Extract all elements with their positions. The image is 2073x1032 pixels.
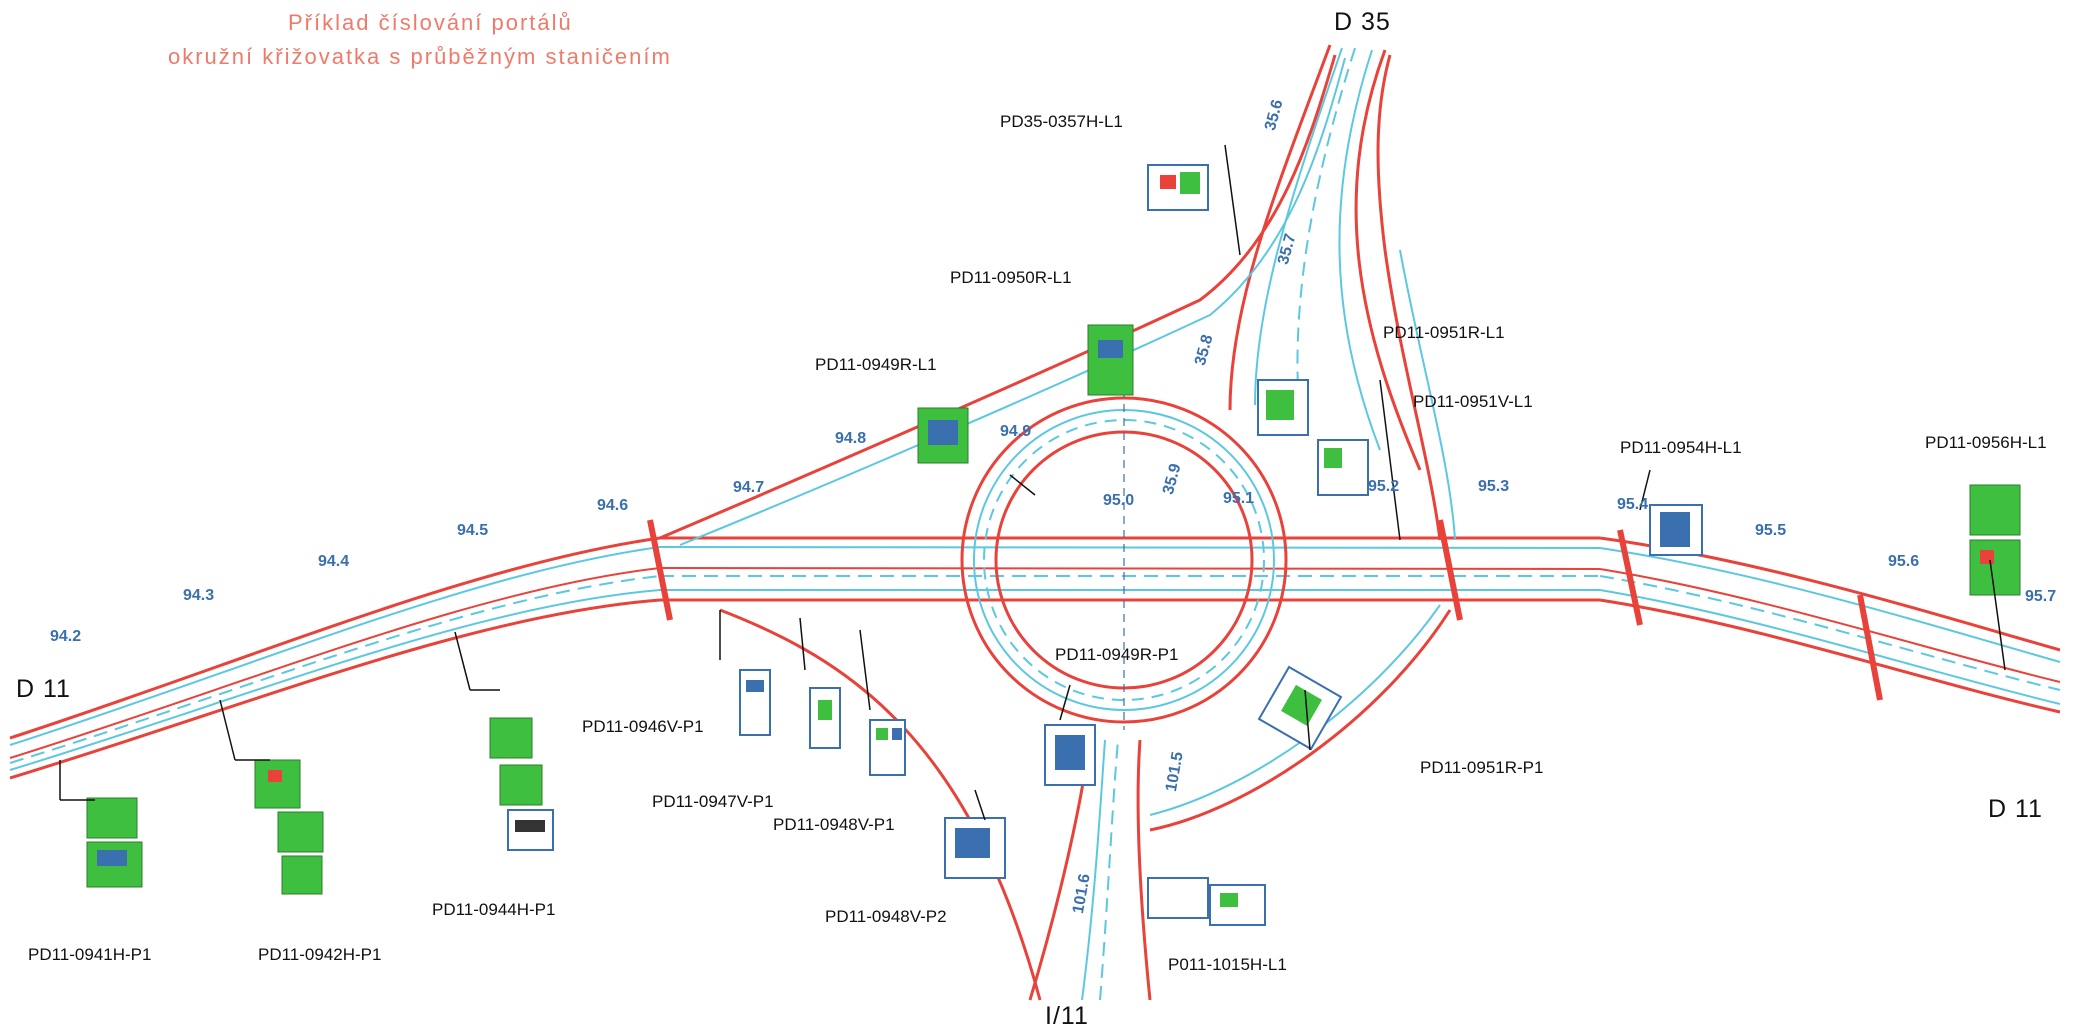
chainage-label: 94.9 [1000,423,1032,440]
sign-blue-icon [809,687,841,749]
diagram-title-line1: Příklad číslování portálů [288,10,573,35]
destination-d11-east: D 11 [1988,795,2043,823]
portal-label: PD35-0357H-L1 [1000,112,1123,131]
sign-green-icon [1087,324,1134,396]
destination-d11-west: D 11 [16,675,71,703]
destination-d35: D 35 [1334,8,1391,36]
gantry-lines [647,519,1883,701]
sign-blue-icon [739,669,771,736]
chainage-label: 94.7 [733,479,765,496]
roundabout [960,390,1288,730]
sign-green-icon [254,759,324,895]
chainage-label: 94.2 [50,628,82,645]
chainage-label: 95.1 [1223,490,1255,507]
chainage-label: 94.8 [835,430,867,447]
sign-blue-icon [1257,665,1343,751]
chainage-label: 94.4 [318,553,350,570]
portal-label: PD11-0942H-P1 [258,945,382,964]
chainage-label: 95.6 [1888,553,1920,570]
portal-label: P011-1015H-L1 [1168,955,1287,974]
chainage-label: 94.6 [597,497,629,514]
d35-slip-roads [659,54,1456,546]
portal-label: PD11-0954H-L1 [1620,438,1742,457]
sign-blue-icon [1147,164,1209,211]
diagram-title-line2: okružní křižovatka s průběžným staničení… [168,44,672,69]
portal-label: PD11-0941H-P1 [28,945,152,964]
chainage-label: 94.3 [183,587,215,604]
sign-green-icon [86,797,143,888]
chainage-label: 95.2 [1368,478,1400,495]
portal-label: PD11-0948V-P1 [773,815,895,834]
sign-blue-icon [944,817,1006,879]
chainage-label: 95.3 [1478,478,1510,495]
leader-lines [59,144,2006,821]
portal-label: PD11-0951R-L1 [1383,323,1505,342]
portal-label: PD11-0949R-P1 [1055,645,1179,664]
portal-label: PD11-0949R-L1 [815,355,937,374]
portal-label: PD11-0950R-L1 [950,268,1072,287]
portal-label: PD11-0947V-P1 [652,792,774,811]
sign-blue-icon [1044,724,1096,786]
portal-label: PD11-0944H-P1 [432,900,556,919]
sign-blue-icon [1257,379,1309,436]
d11-through-section [659,536,1601,602]
sign-green-icon [1969,484,2021,596]
chainage-label: 95.5 [1755,522,1787,539]
destination-i11: I/11 [1045,1002,1089,1030]
portal-label: PD11-0956H-L1 [1925,433,2047,452]
chainage-label: 95.4 [1617,496,1649,513]
sign-blue-icon [1317,439,1369,496]
sign-blue-icon [1147,877,1266,926]
chainage-label: 95.7 [2025,588,2057,605]
portal-label: PD11-0948V-P2 [825,907,947,926]
sign-green-icon [489,717,554,851]
chainage-label: 95.0 [1103,492,1135,509]
sign-blue-icon [1649,504,1703,556]
portal-label: PD11-0951R-P1 [1420,758,1544,777]
sign-green-icon [917,407,969,464]
sign-blue-icon [869,719,906,776]
chainage-label: 94.5 [457,522,489,539]
portal-sign-graphics [86,164,2021,926]
portal-label: PD11-0946V-P1 [582,717,704,736]
d11-west-carriageway [9,536,661,780]
portal-label: PD11-0951V-L1 [1413,392,1533,411]
